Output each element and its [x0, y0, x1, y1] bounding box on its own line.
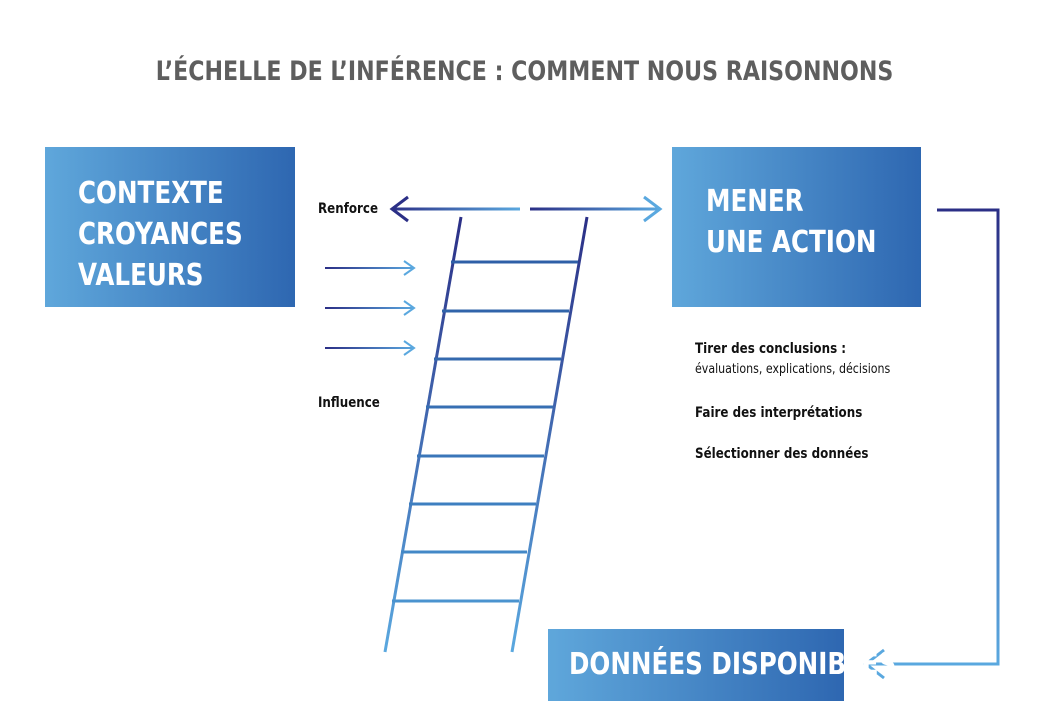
to-action-arrow	[530, 195, 663, 223]
ladder-rail-right	[510, 216, 589, 653]
available-data-box: DONNÉES DISPONIBLES	[548, 629, 897, 701]
influence-arrows	[325, 260, 416, 356]
influence-arrow	[325, 300, 416, 316]
box-line: VALEURS	[78, 258, 204, 293]
influence-label: Influence	[318, 395, 380, 411]
feedback-loop-arrow	[863, 208, 1000, 680]
step-conclusions-detail: évaluations, explications, décisions	[695, 362, 891, 377]
take-action-box: MENER UNE ACTION	[672, 147, 921, 307]
box-line: MENER	[706, 184, 804, 219]
ladder-rail-left	[383, 216, 463, 653]
influence-arrow	[325, 260, 416, 276]
step-interpretations: Faire des interprétations	[695, 405, 863, 421]
reinforce-label: Renforce	[318, 201, 379, 217]
box-line: CROYANCES	[78, 217, 243, 252]
reinforce-arrow	[389, 195, 520, 223]
ladder	[383, 216, 589, 653]
box-line: DONNÉES DISPONIBLES	[569, 647, 897, 682]
box-line: CONTEXTE	[78, 176, 224, 211]
box-line: UNE ACTION	[706, 225, 877, 260]
step-selection: Sélectionner des données	[695, 446, 869, 462]
page-title: L’ÉCHELLE DE L’INFÉRENCE : COMMENT NOUS …	[155, 56, 894, 87]
step-conclusions-title: Tirer des conclusions :	[695, 341, 847, 357]
influence-arrow	[325, 340, 416, 356]
context-beliefs-values-box: CONTEXTE CROYANCES VALEURS	[45, 147, 295, 307]
